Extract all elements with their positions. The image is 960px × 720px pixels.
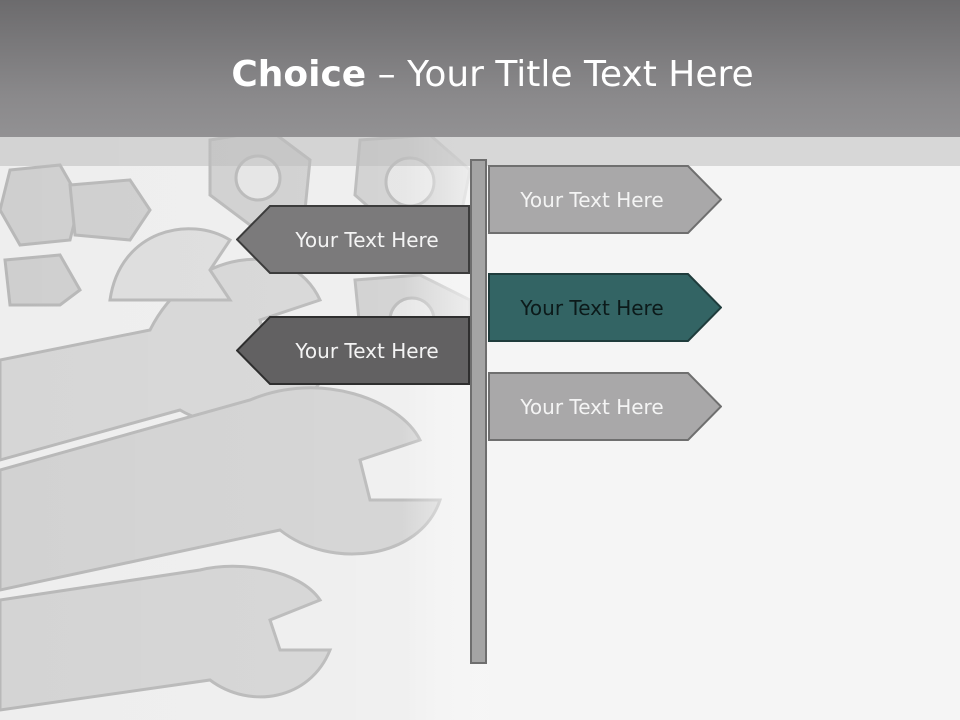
sign-board-shape <box>488 273 722 342</box>
sign-arrow-right-1[interactable]: Your Text Here <box>488 165 722 234</box>
sign-label: Your Text Here <box>520 295 664 320</box>
sign-label: Your Text Here <box>520 394 664 419</box>
signpost-pole <box>470 159 487 664</box>
sign-arrow-left-2[interactable]: Your Text Here <box>236 316 470 385</box>
sign-label: Your Text Here <box>295 338 439 363</box>
slide-title-bold: Choice <box>231 54 367 95</box>
sign-board-shape <box>488 165 722 234</box>
sign-label: Your Text Here <box>295 227 439 252</box>
slide-title: Choice – Your Title Text Here <box>0 50 960 100</box>
sign-board-shape <box>236 205 470 274</box>
sign-arrow-left-1[interactable]: Your Text Here <box>236 205 470 274</box>
sign-arrow-right-2[interactable]: Your Text Here <box>488 273 722 342</box>
sign-board-shape <box>488 372 722 441</box>
sign-label: Your Text Here <box>520 187 664 212</box>
title-bar <box>0 0 960 137</box>
slide-title-rest: – Your Title Text Here <box>366 54 754 95</box>
sign-board-shape <box>236 316 470 385</box>
sign-arrow-right-3[interactable]: Your Text Here <box>488 372 722 441</box>
